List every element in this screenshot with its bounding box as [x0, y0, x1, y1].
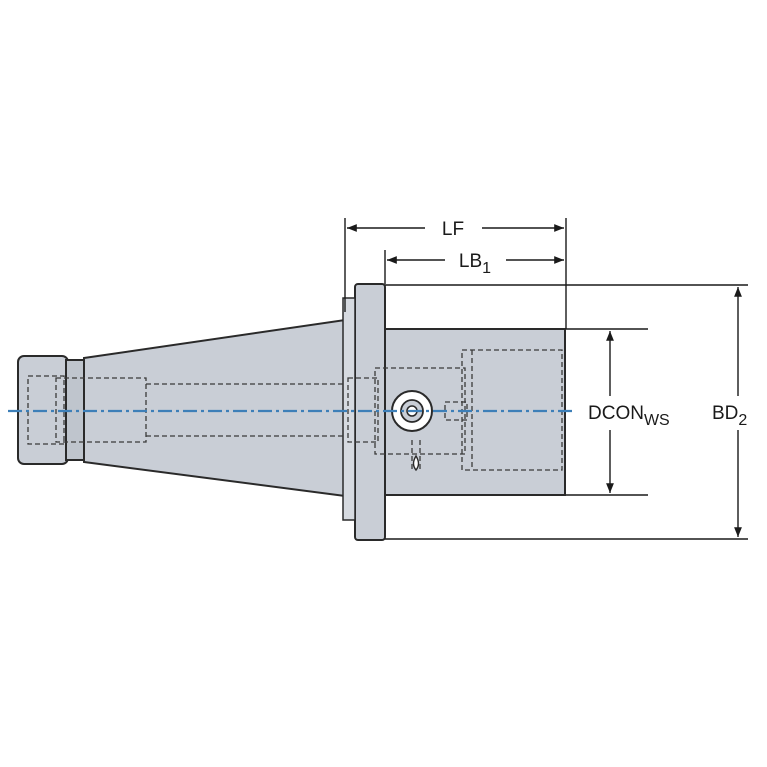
dim-label-bd2: BD2: [712, 403, 747, 429]
dim-label-lb1-sub: 1: [482, 260, 491, 277]
dim-label-dcon-ws-sub: WS: [644, 412, 670, 429]
flange-groove: [342, 297, 356, 521]
hidden-flange-pocket: [347, 377, 379, 443]
dim-label-bd2-sub: 2: [738, 412, 747, 429]
dim-label-dcon-ws: DCONWS: [588, 403, 670, 429]
dimension-lines: [344, 218, 748, 540]
hidden-knob-bore: [27, 375, 65, 445]
taper-shank: [83, 318, 346, 498]
hidden-setscrew: [444, 401, 468, 421]
coolant-drop: [412, 454, 420, 472]
holder-body: [17, 283, 566, 541]
dim-label-lf: LF: [442, 219, 464, 240]
dim-label-lb1: LB1: [459, 251, 491, 277]
